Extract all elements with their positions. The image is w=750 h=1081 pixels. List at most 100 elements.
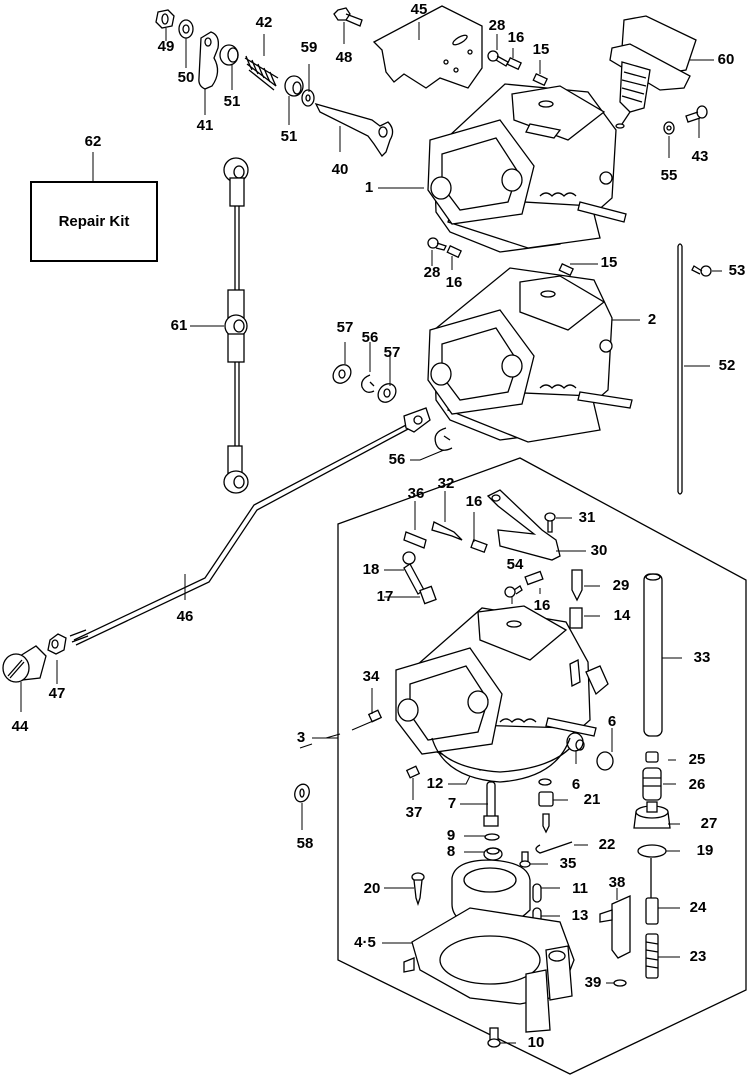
callout-8[interactable]: 8 [446,843,456,860]
washer-57-drawing [332,364,352,384]
callout-46[interactable]: 46 [176,608,194,625]
callout-16-d[interactable]: 16 [533,597,551,614]
jet-7-drawing [483,781,499,827]
callout-21[interactable]: 21 [583,791,601,808]
nut-27-drawing [633,801,671,829]
callout-6-b[interactable]: 6 [571,776,581,793]
callout-3[interactable]: 3 [296,729,306,746]
cap-25-drawing [645,751,659,763]
leader-lines [20,22,722,1044]
callout-58[interactable]: 58 [296,835,314,852]
callout-16-a[interactable]: 16 [507,29,525,46]
washer-50-drawing [178,19,194,39]
callout-50[interactable]: 50 [177,69,195,86]
fitting-38-drawing [599,894,631,959]
primer-60-drawing [609,15,697,129]
clip-56-drawing [361,374,375,393]
callout-10[interactable]: 10 [527,1034,545,1051]
callout-33[interactable]: 33 [693,649,711,666]
nut-47-drawing [47,633,67,655]
screw-36-drawing [403,531,427,549]
callout-24[interactable]: 24 [689,899,707,916]
callout-51-b[interactable]: 51 [280,128,298,145]
callout-16-b[interactable]: 16 [445,274,463,291]
callout-39[interactable]: 39 [584,974,602,991]
callout-6-a[interactable]: 6 [607,713,617,730]
collar-51b-drawing [284,75,304,97]
callout-18[interactable]: 18 [362,561,380,578]
bolt-48-drawing [333,7,363,27]
callout-45[interactable]: 45 [410,1,428,18]
plate-30-drawing [486,489,561,561]
callout-48[interactable]: 48 [335,49,353,66]
callout-43[interactable]: 43 [691,148,709,165]
callout-35[interactable]: 35 [559,855,577,872]
callout-19[interactable]: 19 [696,842,714,859]
callout-13[interactable]: 13 [571,907,589,924]
callout-9[interactable]: 9 [446,827,456,844]
callout-1[interactable]: 1 [364,179,374,196]
callout-38[interactable]: 38 [608,874,626,891]
screw-28b-drawing [427,237,447,251]
carburetor-1-drawing [427,83,627,253]
callout-20[interactable]: 20 [363,880,381,897]
callout-7[interactable]: 7 [447,795,457,812]
callout-16-c[interactable]: 16 [465,493,483,510]
callout-26[interactable]: 26 [688,776,706,793]
callout-41[interactable]: 41 [196,117,214,134]
callout-55[interactable]: 55 [660,167,678,184]
gasket-12-drawing [431,737,571,783]
callout-60[interactable]: 60 [717,51,735,68]
callout-34[interactable]: 34 [362,668,380,685]
shaft-40-drawing [314,102,394,158]
callout-22[interactable]: 22 [598,836,616,853]
collar-51-drawing [219,44,239,66]
callout-4-5[interactable]: 4·5 [354,934,376,951]
callout-61[interactable]: 61 [170,317,188,334]
callout-44[interactable]: 44 [11,718,29,735]
callout-56-a[interactable]: 56 [361,329,379,346]
bolt-43-drawing [685,105,708,123]
tube-33-drawing [643,573,663,737]
spring-16c-drawing [470,539,488,553]
callout-36[interactable]: 36 [407,485,425,502]
callout-29[interactable]: 29 [612,577,630,594]
callout-54[interactable]: 54 [506,556,524,573]
callout-15-a[interactable]: 15 [532,41,550,58]
cap-6a-drawing [566,732,585,752]
callout-2[interactable]: 2 [647,311,657,328]
callout-49[interactable]: 49 [157,38,175,55]
clip-22-drawing [535,841,573,854]
callout-25[interactable]: 25 [688,751,706,768]
callout-62[interactable]: 62 [84,133,102,150]
screw-31-drawing [544,512,556,533]
callout-47[interactable]: 47 [48,685,66,702]
repair-kit-box[interactable]: Repair Kit [30,181,158,262]
spring-16-drawing [506,56,522,71]
callout-27[interactable]: 27 [700,815,718,832]
callout-28-b[interactable]: 28 [423,264,441,281]
callout-42[interactable]: 42 [255,14,273,31]
callout-14[interactable]: 14 [613,607,631,624]
callout-53[interactable]: 53 [728,262,746,279]
callout-15-b[interactable]: 15 [600,254,618,271]
screw-18-drawing [402,551,425,595]
callout-17[interactable]: 17 [376,588,394,605]
callout-40[interactable]: 40 [331,161,349,178]
callout-31[interactable]: 31 [578,509,596,526]
callout-37[interactable]: 37 [405,804,423,821]
callout-28-a[interactable]: 28 [488,17,506,34]
washer-59-drawing [301,89,315,107]
callout-52[interactable]: 52 [718,357,736,374]
callout-51-a[interactable]: 51 [223,93,241,110]
callout-30[interactable]: 30 [590,542,608,559]
callout-23[interactable]: 23 [689,948,707,965]
callout-59[interactable]: 59 [300,39,318,56]
clip-56b-drawing [434,427,453,451]
callout-57-a[interactable]: 57 [336,319,354,336]
callout-11[interactable]: 11 [572,880,588,897]
callout-32[interactable]: 32 [437,475,455,492]
callout-12[interactable]: 12 [426,775,444,792]
callout-56-b[interactable]: 56 [388,451,406,468]
callout-57-b[interactable]: 57 [383,344,401,361]
